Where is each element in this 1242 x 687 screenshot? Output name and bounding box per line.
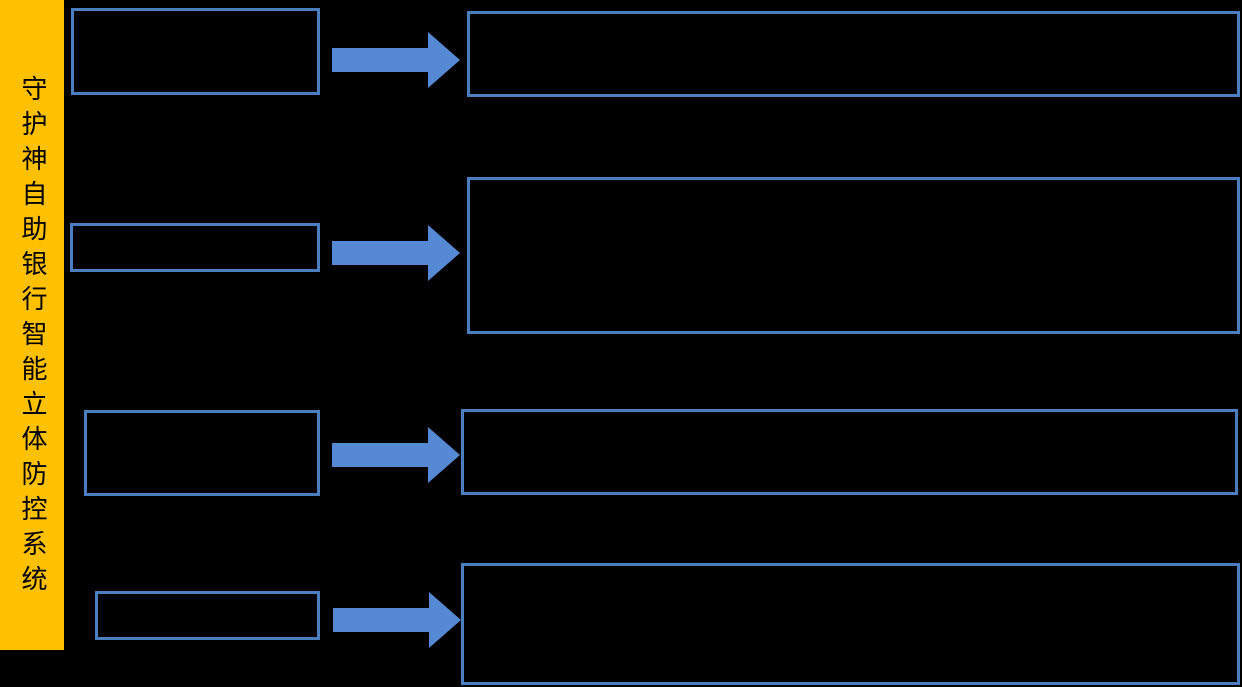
flow-box-small-4 xyxy=(95,591,320,640)
flow-box-large-3 xyxy=(461,409,1238,495)
right-arrow-icon xyxy=(332,225,460,281)
system-title: 守护神自助银行智能立体防控系统 xyxy=(17,75,47,600)
system-title-bar: 守护神自助银行智能立体防控系统 xyxy=(0,0,64,650)
flow-box-large-2 xyxy=(467,177,1240,334)
right-arrow-icon xyxy=(332,32,460,88)
right-arrow-icon xyxy=(332,427,460,483)
flow-box-large-1 xyxy=(467,11,1240,97)
flow-box-small-2 xyxy=(70,223,320,272)
right-arrow-icon xyxy=(333,592,461,648)
flow-box-large-4 xyxy=(461,563,1240,685)
flow-box-small-3 xyxy=(84,410,320,496)
flow-box-small-1 xyxy=(71,8,320,95)
